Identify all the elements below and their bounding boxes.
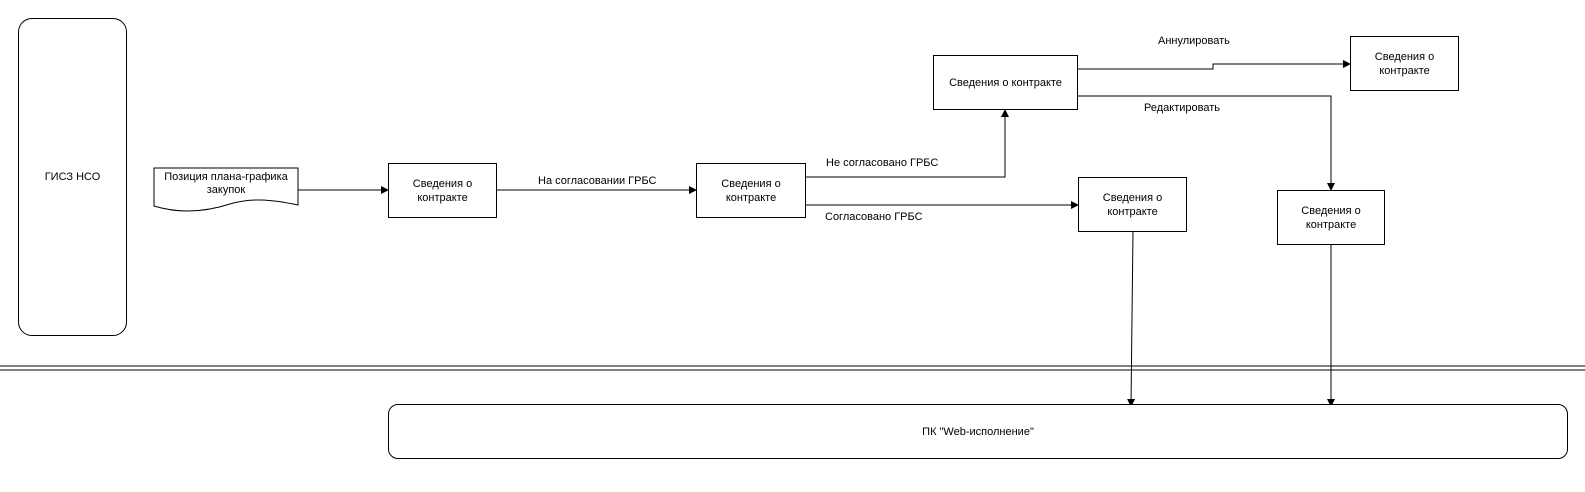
edge-label-edit: Редактировать <box>1144 102 1220 114</box>
edge-label-not-approved: Не согласовано ГРБС <box>826 157 939 169</box>
edge-approved-to-web <box>1127 231 1136 407</box>
document-shape[interactable] <box>153 167 299 212</box>
system-gisz-nso-label: ГИСЗ НСО <box>44 171 101 183</box>
edge-label-on-approval: На согласовании ГРБС <box>538 175 657 187</box>
contract-node-1[interactable]: Сведения о контракте <box>388 163 497 218</box>
system-gisz-nso[interactable]: ГИСЗ НСО <box>18 18 127 336</box>
contract-node-2[interactable]: Сведения о контракте <box>696 163 806 218</box>
edge-label-approved: Согласовано ГРБС <box>825 211 923 223</box>
contract-node-4-label: Сведения о контракте <box>1374 50 1435 77</box>
contract-node-4[interactable]: Сведения о контракте <box>1350 36 1459 91</box>
document-plan-label: Позиция плана-графика закупок <box>164 171 288 196</box>
contract-node-1-label: Сведения о контракте <box>412 177 473 204</box>
contract-node-3-label: Сведения о контракте <box>949 76 1062 89</box>
system-web-ispolnenie-label: ПК "Web-исполнение" <box>922 425 1034 438</box>
contract-node-6[interactable]: Сведения о контракте <box>1277 190 1385 245</box>
edge-cancel <box>1078 60 1351 70</box>
contract-node-6-label: Сведения о контракте <box>1301 204 1361 231</box>
edge-edit <box>1078 95 1335 191</box>
contract-node-3[interactable]: Сведения о контракте <box>933 55 1078 110</box>
contract-node-5[interactable]: Сведения о контракте <box>1078 177 1187 232</box>
system-web-ispolnenie[interactable]: ПК "Web-исполнение" <box>388 404 1568 459</box>
edge-label-cancel: Аннулировать <box>1158 35 1230 47</box>
contract-node-2-label: Сведения о контракте <box>721 177 781 204</box>
contract-node-5-label: Сведения о контракте <box>1102 191 1163 218</box>
edge-not-approved <box>806 109 1009 178</box>
